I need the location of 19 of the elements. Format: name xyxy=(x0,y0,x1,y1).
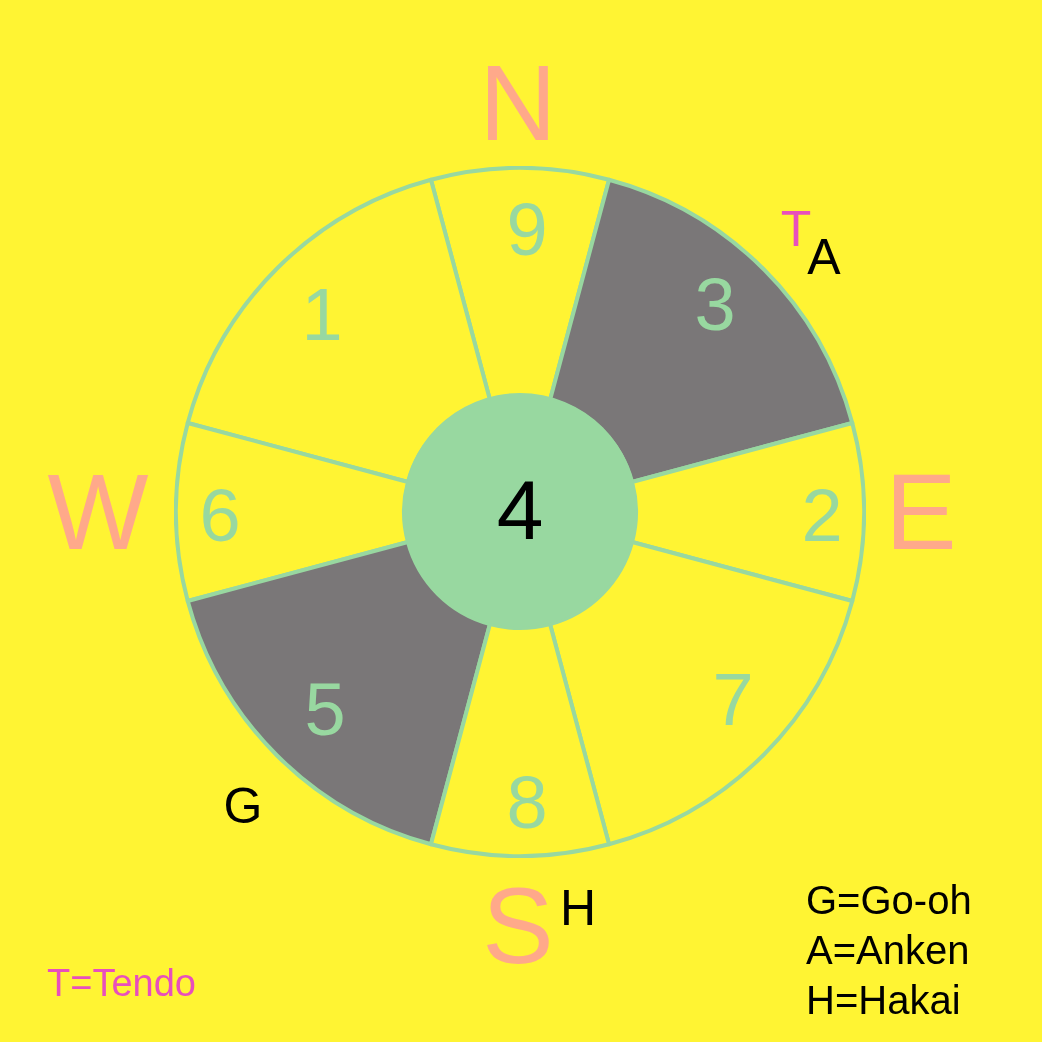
sector-number: 8 xyxy=(506,766,548,840)
sector-number: 2 xyxy=(801,479,843,553)
compass-letter: S xyxy=(482,872,554,980)
key-entry: T=Tendo xyxy=(47,964,196,1002)
key-entry: G=Go-oh xyxy=(806,880,972,920)
sector-number: 7 xyxy=(712,663,754,737)
key-entry: A=Anken xyxy=(806,930,970,970)
sector-number: 3 xyxy=(694,268,736,342)
compass-letter: N xyxy=(479,49,557,157)
marker-letter: G xyxy=(223,781,263,831)
compass-letter: E xyxy=(885,458,957,566)
center-number: 4 xyxy=(496,468,544,552)
sector-number: 5 xyxy=(304,673,346,747)
sector-number: 1 xyxy=(301,278,343,352)
key-entry: H=Hakai xyxy=(806,980,961,1020)
marker-letter: H xyxy=(559,883,597,933)
sector-number: 9 xyxy=(506,193,548,267)
sector-number: 6 xyxy=(199,479,241,553)
compass-letter: W xyxy=(47,458,149,566)
